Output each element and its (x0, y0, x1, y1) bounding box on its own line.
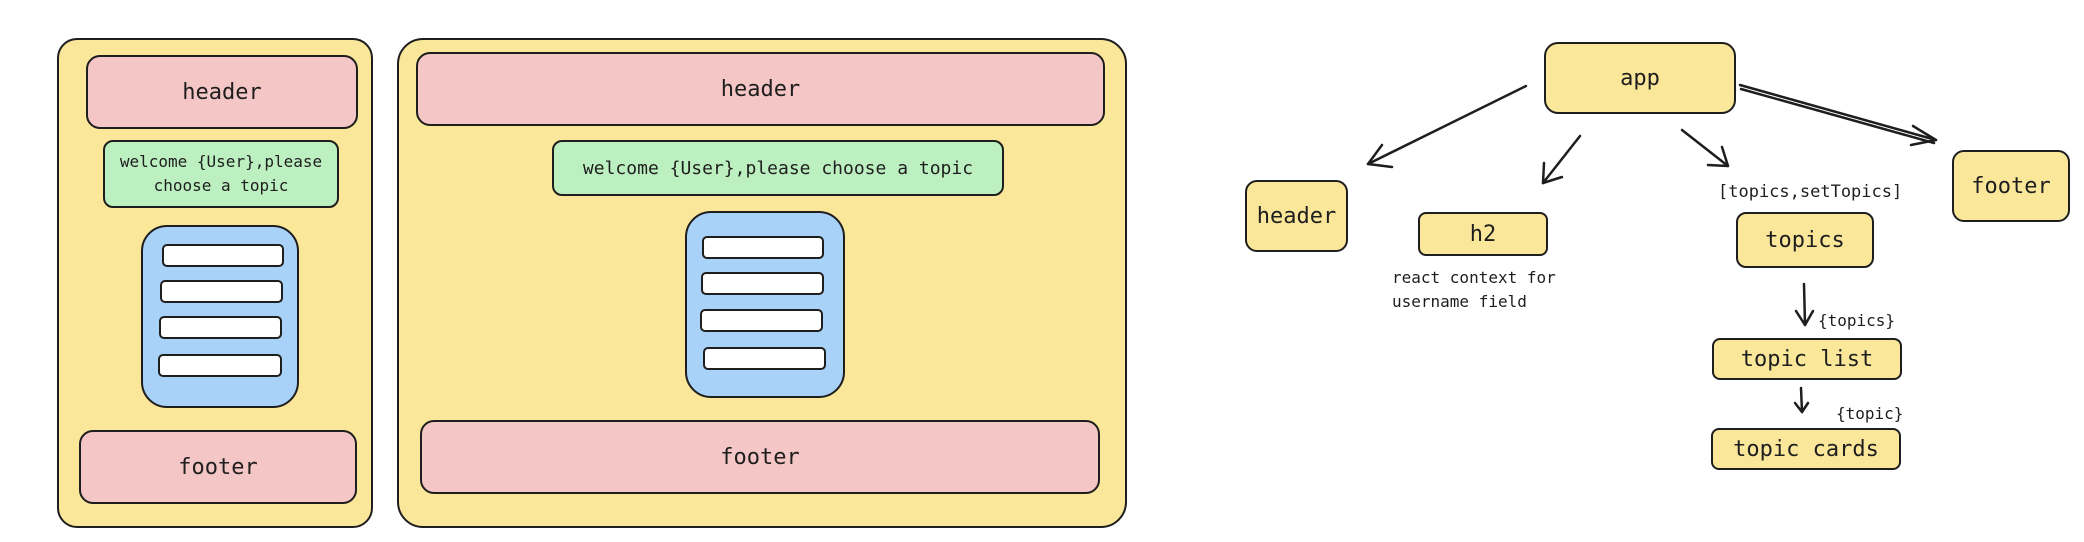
arrow-app-to-h2-head (1541, 161, 1564, 185)
desktop-list-item (701, 272, 824, 295)
arrow-app-to-header (1366, 84, 1528, 166)
arrow-app-to-topics-head (1706, 145, 1730, 168)
desktop-list-item (703, 347, 826, 370)
arrow-topics-to-topic-list (1802, 282, 1807, 327)
arrow-app-to-header-head (1366, 143, 1394, 169)
topics-prop-label: {topics} (1818, 311, 1896, 330)
mobile-list-item (162, 244, 284, 267)
tree-node-topic-cards: topic cards (1711, 428, 1901, 470)
mobile-header: header (86, 55, 358, 129)
desktop-welcome-message: welcome {User},please choose a topic (552, 140, 1004, 196)
arrow-topic-list-to-topic-cards (1799, 386, 1804, 414)
tree-node-header: header (1245, 180, 1348, 252)
topics-state-label: [topics,setTopics] (1718, 182, 1903, 202)
arrow-topics-to-topic-list-head (1794, 309, 1815, 327)
arrow-app-to-footer (1738, 83, 1938, 142)
tree-node-footer: footer (1952, 150, 2070, 222)
mobile-footer: footer (79, 430, 357, 504)
mobile-welcome-message: welcome {User},please choose a topic (103, 140, 339, 208)
desktop-list-item (700, 309, 823, 332)
mobile-list-item (158, 354, 282, 377)
desktop-list-item (702, 236, 824, 259)
h2-context-note: react context for username field (1392, 268, 1556, 311)
arrow-app-to-topics (1680, 128, 1730, 168)
tree-node-h2: h2 (1418, 212, 1548, 256)
topic-prop-label: {topic} (1836, 404, 1904, 423)
arrow-topic-list-to-topic-cards-head (1793, 401, 1810, 414)
tree-node-topic-list: topic list (1712, 338, 1902, 380)
arrow-app-to-footer-head (1909, 124, 1938, 147)
desktop-footer: footer (420, 420, 1100, 494)
arrow-app-to-h2 (1541, 134, 1582, 185)
desktop-header: header (416, 52, 1105, 126)
mobile-list-item (160, 280, 283, 303)
tree-node-topics: topics (1736, 212, 1874, 268)
tree-node-app: app (1544, 42, 1736, 114)
mobile-list-item (159, 316, 282, 339)
